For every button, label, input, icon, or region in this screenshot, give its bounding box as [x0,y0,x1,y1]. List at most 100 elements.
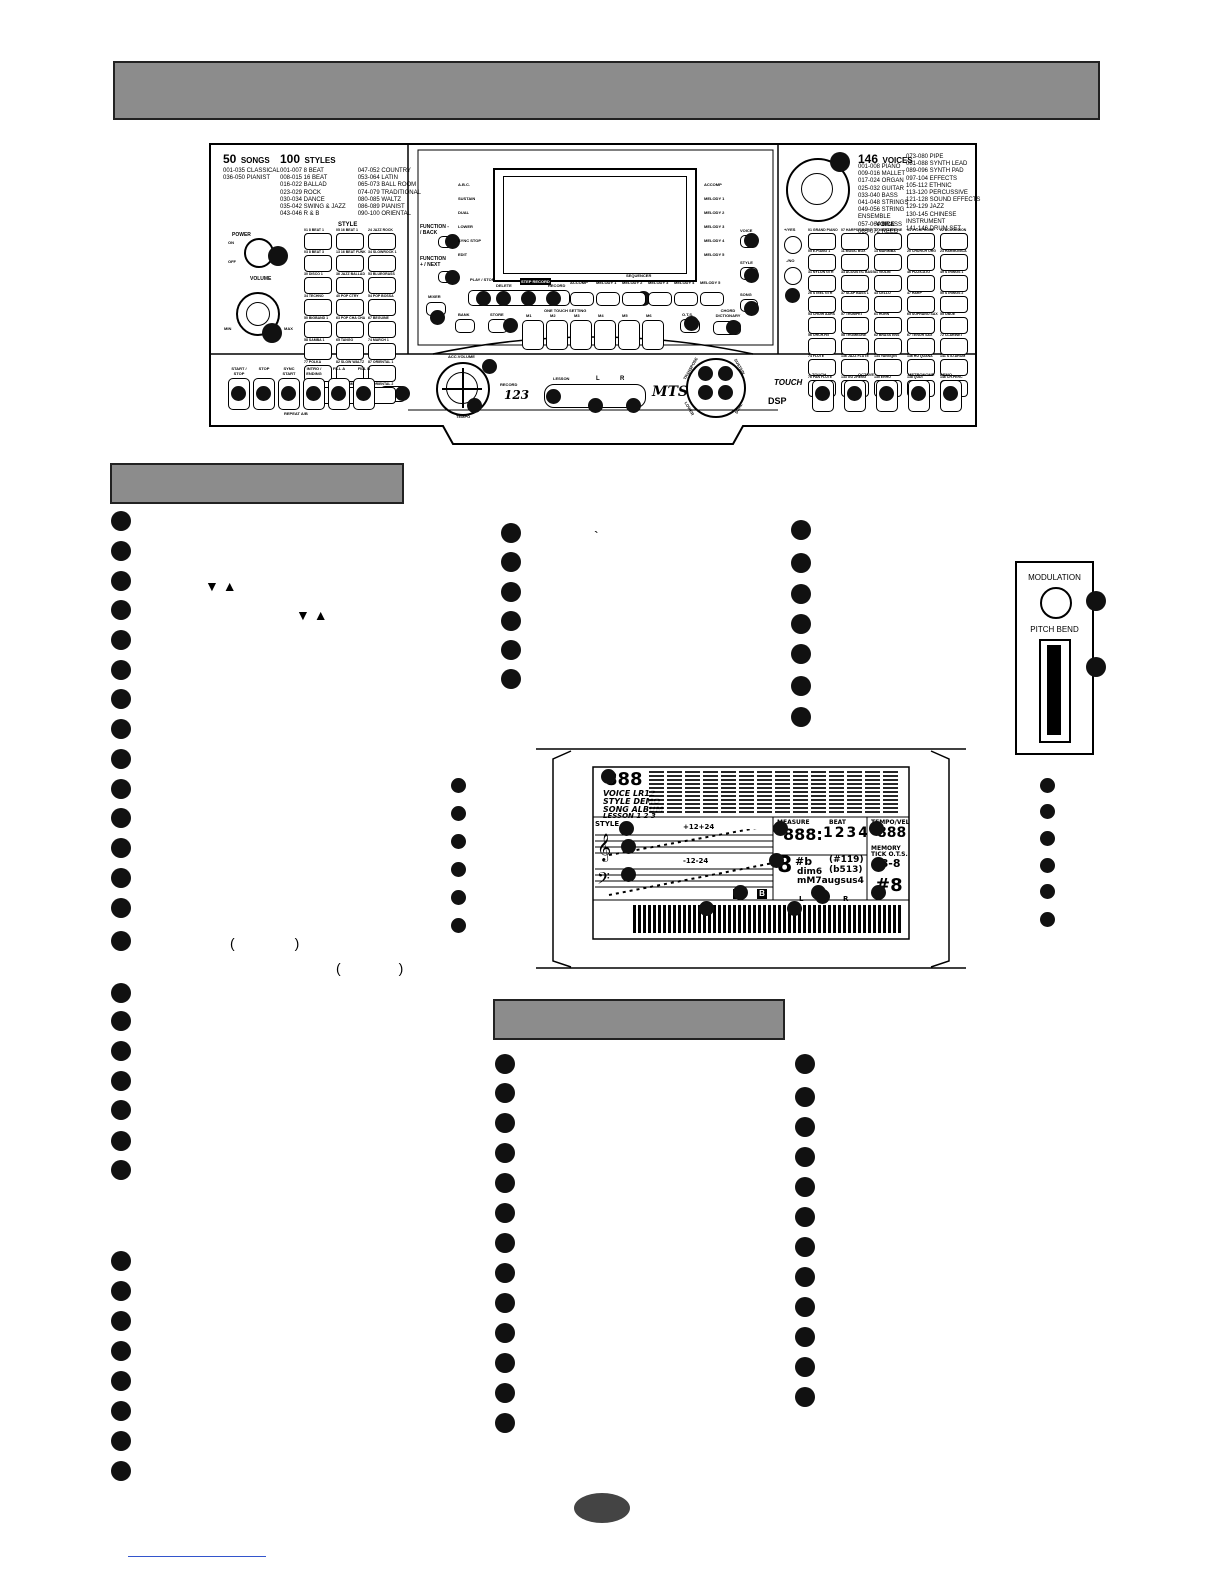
panel-button[interactable] [841,254,869,271]
panel-button[interactable] [808,317,836,334]
panel-button[interactable] [808,359,836,376]
panel-button[interactable] [874,254,902,271]
callout-dot [111,1041,131,1061]
bank-button[interactable] [455,319,475,333]
panel-button[interactable] [808,254,836,271]
panel-button[interactable] [304,277,332,294]
panel-button[interactable] [940,317,968,334]
button-label: 43 CELLO [874,291,891,295]
button-label: 76 PAN FLUTE [808,375,833,379]
panel-button[interactable] [368,299,396,316]
panel-button[interactable] [368,277,396,294]
memory-label: M6 [646,313,652,318]
panel-button[interactable] [841,338,869,355]
pitch-bend-wheel[interactable] [1039,639,1071,743]
button-label: 40 POP CTRY [336,294,359,298]
panel-button[interactable] [907,233,935,250]
callout-dot [111,541,131,561]
panel-button[interactable] [841,275,869,292]
memory-button[interactable] [594,320,616,350]
memory-button[interactable] [570,320,592,350]
button-label: 58 TROMBONE [841,333,867,337]
callout-dot [495,1113,515,1133]
voices-row: 141-146 DRUM SET [906,225,962,232]
panel-button[interactable] [841,233,869,250]
panel-button[interactable] [907,338,935,355]
callout-dot [795,1327,815,1347]
sequencer-button[interactable] [570,292,594,306]
panel-button[interactable] [874,233,902,250]
panel-button[interactable] [874,296,902,313]
panel-button[interactable] [368,365,396,382]
styles-row: 035-042 SWING & JAZZ [280,203,346,210]
voices-word: VOICES [882,156,913,165]
sequencer-button[interactable] [648,292,672,306]
panel-button[interactable] [304,299,332,316]
panel-button[interactable] [304,321,332,338]
panel-button[interactable] [907,296,935,313]
panel-button[interactable] [808,233,836,250]
styles-row: 047-052 COUNTRY [357,168,411,174]
panel-button[interactable] [368,255,396,272]
panel-button[interactable] [940,338,968,355]
acc-volume-tempo-pad[interactable] [436,362,490,416]
panel-button[interactable] [368,343,396,360]
panel-button[interactable] [907,359,935,376]
panel-button[interactable] [336,321,364,338]
sequencer-button[interactable] [700,292,724,306]
panel-button[interactable] [940,254,968,271]
sequencer-button[interactable] [596,292,620,306]
sequencer-button[interactable] [622,292,646,306]
panel-button[interactable] [336,277,364,294]
panel-button[interactable] [336,343,364,360]
panel-button[interactable] [841,317,869,334]
panel-button[interactable] [940,275,968,292]
panel-button[interactable] [336,255,364,272]
panel-button[interactable] [874,275,902,292]
panel-button[interactable] [304,255,332,272]
panel-button[interactable] [336,365,364,382]
memory-button[interactable] [546,320,568,350]
lcd-matrix-cell [685,771,700,813]
panel-button[interactable] [808,275,836,292]
yes-button[interactable] [784,236,802,254]
panel-button[interactable] [808,296,836,313]
sequencer-label: MELODY 3 [648,280,669,285]
button-label: 05 16 BEAT 1 [336,228,358,232]
panel-button[interactable] [940,233,968,250]
volume-knob[interactable] [236,292,280,336]
bass-clef-icon: 𝄢 [597,868,610,892]
callout-dot [626,398,641,413]
store-label: STORE [490,312,504,317]
panel-button[interactable] [304,343,332,360]
panel-button[interactable] [368,321,396,338]
modulation-wheel[interactable] [1040,587,1072,619]
dial[interactable] [786,158,850,222]
memory-button[interactable] [522,320,544,350]
panel-button[interactable] [808,338,836,355]
transpose-pad[interactable] [686,358,746,418]
panel-button[interactable] [336,233,364,250]
panel-button[interactable] [874,317,902,334]
panel-button[interactable] [368,233,396,250]
panel-button[interactable] [336,299,364,316]
record-label: RECORD [548,283,566,288]
callout-dot [795,1297,815,1317]
record-button-strip[interactable] [468,290,570,306]
sequencer-button[interactable] [674,292,698,306]
panel-button[interactable] [907,317,935,334]
paren-open: ( [230,935,235,951]
voice-heading: VOICE [876,222,895,228]
panel-button[interactable] [907,275,935,292]
memory-button[interactable] [642,320,664,350]
panel-button[interactable] [940,296,968,313]
panel-button[interactable] [874,338,902,355]
no-button[interactable] [784,267,802,285]
panel-button[interactable] [841,296,869,313]
panel-button[interactable] [907,254,935,271]
panel-button[interactable] [940,359,968,376]
memory-button[interactable] [618,320,640,350]
panel-button[interactable] [304,233,332,250]
panel-button[interactable] [841,359,869,376]
panel-button[interactable] [874,359,902,376]
